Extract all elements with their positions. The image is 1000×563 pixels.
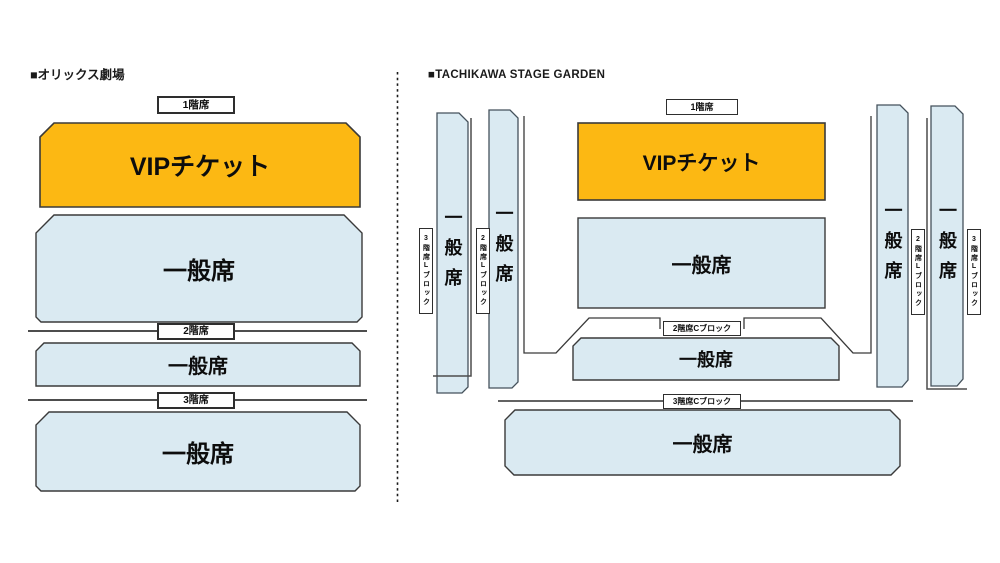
right-general-area-3f-shape	[504, 409, 901, 476]
right-general-3f-label: 一般席	[672, 434, 733, 456]
left-venue-title: ■オリックス劇場	[30, 68, 125, 82]
right-general-1f-label: 一般席	[671, 254, 732, 277]
left-general-1f-label: 一般席	[163, 258, 235, 285]
right-general-area-2f-shape	[572, 337, 840, 381]
right-left-outer-rail	[433, 118, 472, 377]
right-venue-title: ■TACHIKAWA STAGE GARDEN	[428, 69, 606, 81]
right-side-column-right-inner-shape	[876, 104, 909, 388]
left-floor2-label: 2階席	[157, 323, 235, 340]
right-vip-area-label: VIPチケット	[642, 151, 761, 175]
left-general-area-2f-shape	[35, 342, 361, 387]
right-side-column-left-inner-label: 一般席	[493, 204, 514, 294]
right-side-column-left-outer-shape	[436, 112, 469, 394]
right-side-column-right-inner-label: 一般席	[882, 201, 903, 291]
right-side-column-left-outer-label: 一般席	[442, 208, 463, 298]
right-floor1-label: 1階席	[666, 99, 738, 115]
right-2f-l-block-label-right: 2階席Lブロック	[911, 229, 925, 315]
right-side-column-left-inner-shape	[488, 109, 519, 389]
right-general-area-1f-shape	[577, 217, 826, 309]
right-3f-c-block-label: 3階席Cブロック	[663, 394, 741, 409]
right-vip-area-shape	[577, 122, 826, 201]
left-general-area-1f-shape	[35, 214, 363, 323]
left-vip-area-shape	[39, 122, 361, 208]
left-general-area-3f-shape	[35, 411, 361, 492]
left-vip-area-label: VIPチケット	[129, 153, 271, 181]
right-2f-c-block-label: 2階席Cブロック	[663, 321, 741, 336]
left-floor1-label: 1階席	[157, 96, 235, 114]
right-3f-l-block-label-left: 3階席Lブロック	[419, 228, 433, 314]
right-side-column-right-outer-shape	[930, 105, 964, 387]
right-3f-l-block-label-right: 3階席Lブロック	[967, 229, 981, 315]
left-general-2f-label: 一般席	[168, 356, 228, 378]
right-side-column-right-outer-label: 一般席	[937, 201, 957, 291]
right-2f-balcony-outline	[523, 116, 872, 354]
left-floor3-label: 3階席	[157, 392, 235, 409]
left-general-3f-label: 一般席	[162, 441, 234, 468]
right-general-2f-label: 一般席	[679, 350, 733, 370]
right-right-outer-rail	[926, 118, 967, 390]
right-2f-l-block-label-left: 2階席Lブロック	[476, 228, 490, 314]
